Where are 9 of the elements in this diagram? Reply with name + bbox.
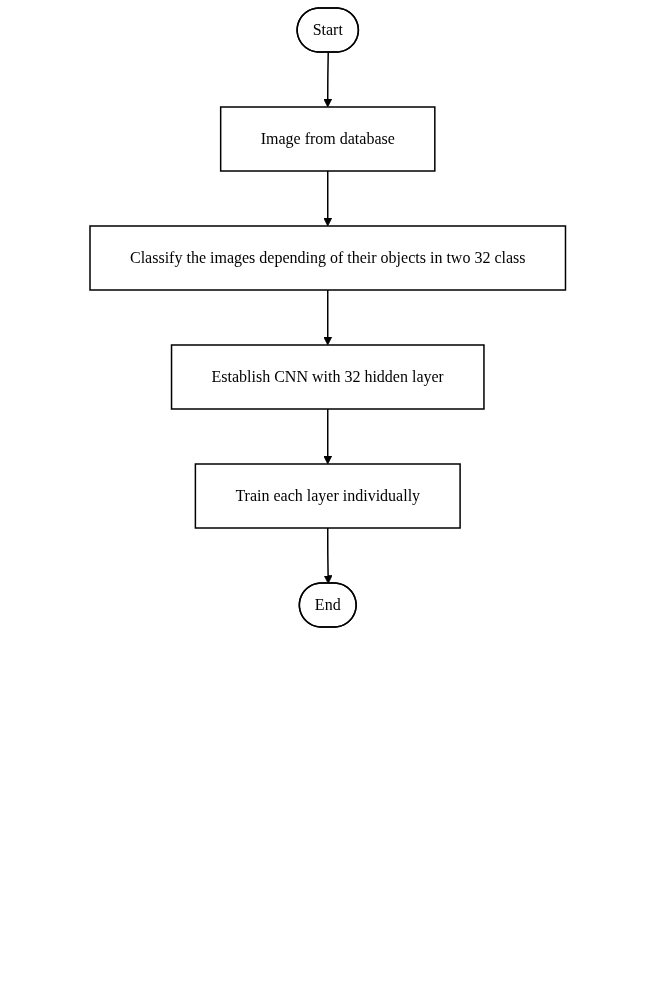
node-box: Train each layer individually <box>194 463 462 529</box>
arrow <box>323 51 333 108</box>
node-box: Image from database <box>220 106 436 172</box>
arrow <box>323 170 333 227</box>
node-box: Establish CNN with 32 hidden layer <box>171 344 485 410</box>
arrow <box>323 408 333 465</box>
node-box: Classify the images depending of their objects in two 32 class <box>89 225 567 291</box>
arrow <box>323 527 333 584</box>
arrow <box>323 289 333 346</box>
